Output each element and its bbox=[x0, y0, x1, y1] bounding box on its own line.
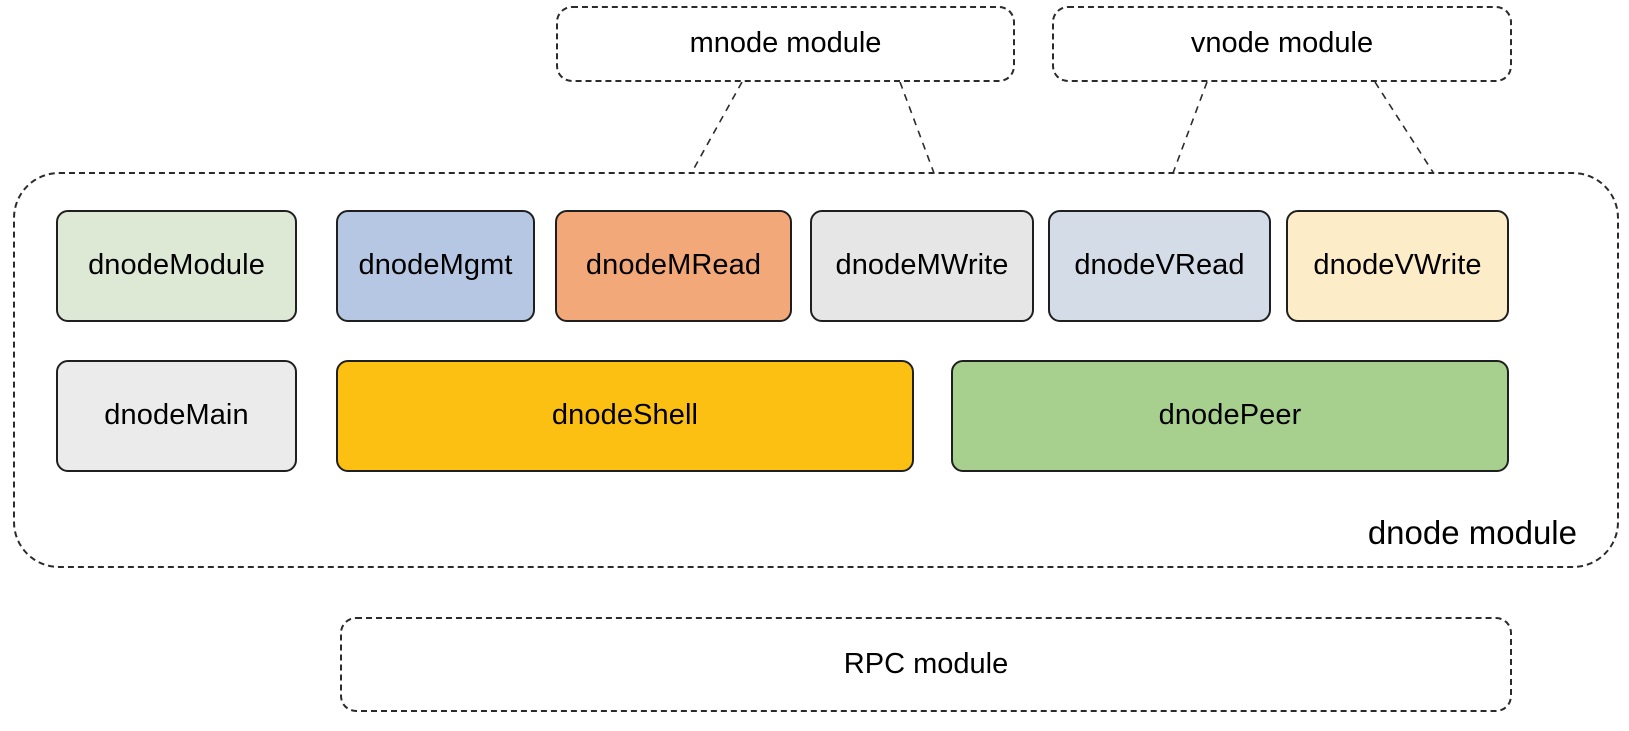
node-box-label: dnodeMRead bbox=[585, 249, 762, 282]
module-box-vnode-module[interactable]: vnode module bbox=[1052, 6, 1512, 82]
node-box-dnodeVWrite[interactable]: dnodeVWrite bbox=[1286, 210, 1509, 322]
node-box-label: dnodeMWrite bbox=[835, 249, 1009, 282]
node-box-dnodePeer[interactable]: dnodePeer bbox=[951, 360, 1509, 472]
node-box-label: dnodePeer bbox=[1158, 399, 1302, 432]
node-box-dnodeMWrite[interactable]: dnodeMWrite bbox=[810, 210, 1034, 322]
node-box-dnodeMRead[interactable]: dnodeMRead bbox=[555, 210, 792, 322]
node-box-dnodeMain[interactable]: dnodeMain bbox=[56, 360, 297, 472]
module-box-label: mnode module bbox=[689, 27, 882, 60]
node-box-dnodeShell[interactable]: dnodeShell bbox=[336, 360, 914, 472]
dnode-module-label: dnode module bbox=[1367, 514, 1577, 552]
node-box-label: dnodeShell bbox=[551, 399, 699, 432]
module-box-label: vnode module bbox=[1190, 27, 1374, 60]
node-box-label: dnodeMain bbox=[104, 399, 249, 432]
node-box-label: dnodeMgmt bbox=[358, 249, 513, 282]
node-box-label: dnodeVWrite bbox=[1313, 249, 1482, 282]
node-box-label: dnodeModule bbox=[88, 249, 265, 282]
node-box-dnodeVRead[interactable]: dnodeVRead bbox=[1048, 210, 1271, 322]
module-box-rpc-module[interactable]: RPC module bbox=[340, 617, 1512, 712]
node-box-dnodeMgmt[interactable]: dnodeMgmt bbox=[336, 210, 535, 322]
node-box-label: dnodeVRead bbox=[1074, 249, 1245, 282]
module-box-mnode-module[interactable]: mnode module bbox=[556, 6, 1015, 82]
module-box-label: RPC module bbox=[843, 647, 1009, 680]
node-box-dnodeModule[interactable]: dnodeModule bbox=[56, 210, 297, 322]
